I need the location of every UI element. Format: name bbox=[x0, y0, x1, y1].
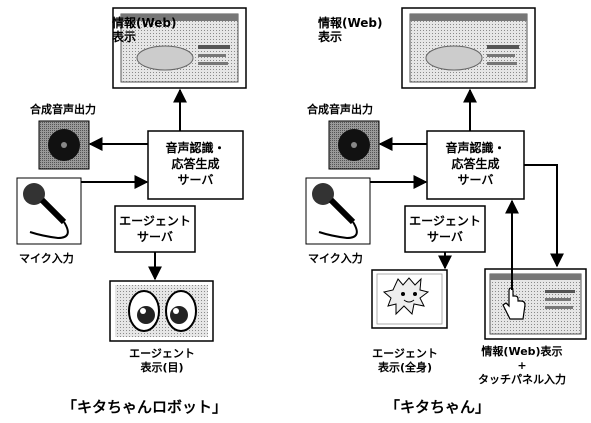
right-speech-server-label: 音声認識・ 応答生成 サーバ bbox=[445, 141, 506, 187]
right-touch-label: 情報(Web)表示 + タッチパネル入力 bbox=[478, 345, 566, 386]
right-mic-label: マイク入力 bbox=[308, 252, 363, 265]
left-mic-icon bbox=[16, 177, 82, 245]
right-speaker-label: 合成音声出力 bbox=[307, 103, 373, 116]
left-speech-server-box bbox=[147, 130, 244, 200]
left-web-screen bbox=[112, 7, 247, 89]
left-agent-display-label: エージェント 表示(目) bbox=[129, 347, 195, 374]
right-agent-server-label: エージェント サーバ bbox=[409, 214, 481, 244]
right-caption: 「キタちゃん」 bbox=[385, 398, 491, 416]
right-agent-server-box bbox=[404, 205, 486, 253]
left-agent-server-box bbox=[114, 205, 196, 253]
left-mic-label: マイク入力 bbox=[19, 252, 74, 265]
left-agent-server-label: エージェント サーバ bbox=[119, 214, 191, 244]
right-web-screen bbox=[401, 7, 536, 89]
right-touch-display bbox=[484, 268, 587, 340]
left-speaker-icon bbox=[38, 120, 90, 170]
right-web-label: 情報(Web) 表示 bbox=[318, 16, 383, 44]
left-caption: 「キタちゃんロボット」 bbox=[62, 398, 228, 416]
left-agent-eyes-display bbox=[109, 280, 214, 342]
left-web-label: 情報(Web) 表示 bbox=[112, 16, 177, 44]
right-speaker-icon bbox=[328, 120, 380, 170]
left-speech-server-label: 音声認識・ 応答生成 サーバ bbox=[165, 141, 226, 187]
right-mic-icon bbox=[305, 177, 371, 245]
right-character-display bbox=[371, 269, 448, 329]
right-agent-display-label: エージェント 表示(全身) bbox=[372, 347, 438, 374]
left-speaker-label: 合成音声出力 bbox=[30, 103, 96, 116]
